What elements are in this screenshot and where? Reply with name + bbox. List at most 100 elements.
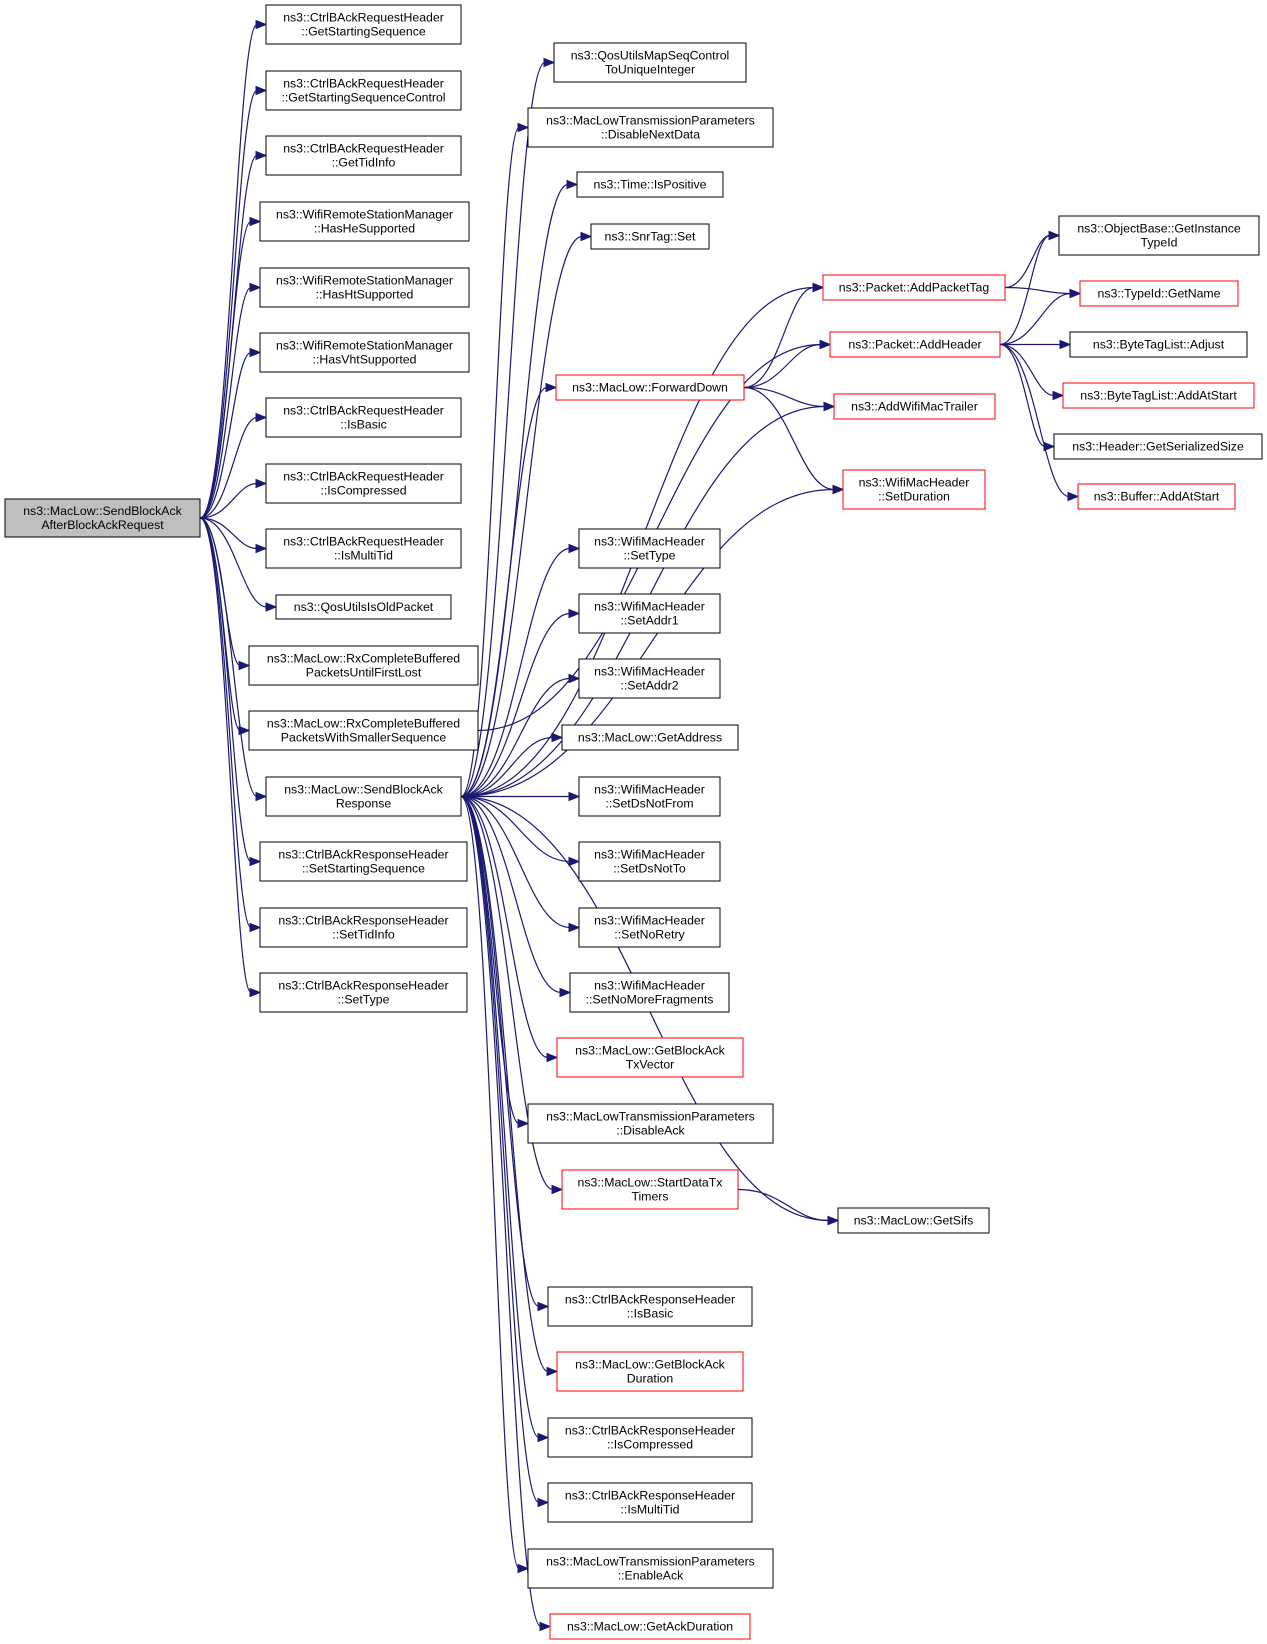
node-box[interactable] (265, 70, 462, 111)
node-m11[interactable]: ns3::WifiMacHeader::SetDsNotTo (578, 841, 721, 882)
node-box[interactable] (837, 1207, 990, 1234)
node-box[interactable] (561, 1169, 739, 1210)
node-box[interactable] (1079, 280, 1239, 307)
node-box[interactable] (259, 841, 468, 882)
node-n1[interactable]: ns3::CtrlBAckRequestHeader::GetStartingS… (265, 4, 462, 45)
node-n9[interactable]: ns3::CtrlBAckRequestHeader::IsMultiTid (265, 528, 462, 569)
node-p4[interactable]: ns3::WifiMacHeader::SetDuration (842, 469, 986, 510)
node-p5[interactable]: ns3::MacLow::GetSifs (837, 1207, 990, 1234)
node-box[interactable] (555, 374, 745, 401)
node-m1[interactable]: ns3::QosUtilsMapSeqControlToUniqueIntege… (553, 42, 747, 83)
node-m9[interactable]: ns3::MacLow::GetAddress (561, 724, 739, 751)
node-box[interactable] (275, 594, 452, 620)
node-box[interactable] (578, 776, 721, 817)
node-box[interactable] (259, 907, 468, 948)
node-box[interactable] (259, 201, 470, 242)
node-n8[interactable]: ns3::CtrlBAckRequestHeader::IsCompressed (265, 463, 462, 504)
node-box[interactable] (578, 658, 721, 699)
node-n6[interactable]: ns3::WifiRemoteStationManager::HasVhtSup… (259, 332, 470, 373)
node-box[interactable] (259, 267, 470, 308)
node-box[interactable] (265, 397, 462, 438)
node-box[interactable] (556, 1037, 744, 1078)
node-box[interactable] (4, 498, 201, 538)
node-box[interactable] (248, 645, 479, 686)
node-p2[interactable]: ns3::Packet::AddHeader (829, 331, 1001, 358)
node-box[interactable] (265, 463, 462, 504)
node-m13[interactable]: ns3::WifiMacHeader::SetNoMoreFragments (569, 972, 730, 1013)
node-box[interactable] (578, 907, 721, 948)
node-box[interactable] (265, 776, 462, 817)
node-box[interactable] (569, 972, 730, 1013)
node-box[interactable] (265, 135, 462, 176)
node-box[interactable] (1069, 331, 1248, 358)
node-box[interactable] (547, 1417, 753, 1458)
node-q4[interactable]: ns3::ByteTagList::AddAtStart (1062, 382, 1255, 409)
node-box[interactable] (527, 1548, 774, 1589)
node-box[interactable] (549, 1613, 751, 1640)
node-m19[interactable]: ns3::CtrlBAckResponseHeader::IsCompresse… (547, 1417, 753, 1458)
node-m5[interactable]: ns3::MacLow::ForwardDown (555, 374, 745, 401)
node-box[interactable] (578, 841, 721, 882)
node-box[interactable] (1077, 483, 1236, 510)
node-n10[interactable]: ns3::QosUtilsIsOldPacket (275, 594, 452, 620)
node-box[interactable] (829, 331, 1001, 358)
node-q3[interactable]: ns3::ByteTagList::Adjust (1069, 331, 1248, 358)
node-box[interactable] (248, 710, 479, 751)
node-root[interactable]: ns3::MacLow::SendBlockAckAfterBlockAckRe… (4, 498, 201, 538)
node-box[interactable] (1053, 433, 1263, 460)
node-m12[interactable]: ns3::WifiMacHeader::SetNoRetry (578, 907, 721, 948)
node-box[interactable] (259, 332, 470, 373)
node-box[interactable] (590, 223, 710, 250)
node-q2[interactable]: ns3::TypeId::GetName (1079, 280, 1239, 307)
node-box[interactable] (576, 171, 724, 198)
node-box[interactable] (561, 724, 739, 751)
node-m22[interactable]: ns3::MacLow::GetAckDuration (549, 1613, 751, 1640)
node-n3[interactable]: ns3::CtrlBAckRequestHeader::GetTidInfo (265, 135, 462, 176)
node-box[interactable] (553, 42, 747, 83)
node-box[interactable] (527, 107, 774, 148)
node-box[interactable] (556, 1351, 744, 1392)
node-q5[interactable]: ns3::Header::GetSerializedSize (1053, 433, 1263, 460)
node-m8[interactable]: ns3::WifiMacHeader::SetAddr2 (578, 658, 721, 699)
node-m21[interactable]: ns3::MacLowTransmissionParameters::Enabl… (527, 1548, 774, 1589)
node-m3[interactable]: ns3::Time::IsPositive (576, 171, 724, 198)
node-n15[interactable]: ns3::CtrlBAckResponseHeader::SetTidInfo (259, 907, 468, 948)
node-m10[interactable]: ns3::WifiMacHeader::SetDsNotFrom (578, 776, 721, 817)
node-m6[interactable]: ns3::WifiMacHeader::SetType (578, 528, 721, 569)
node-box[interactable] (527, 1103, 774, 1144)
node-box[interactable] (578, 528, 721, 569)
node-m15[interactable]: ns3::MacLowTransmissionParameters::Disab… (527, 1103, 774, 1144)
node-box[interactable] (265, 528, 462, 569)
node-m4[interactable]: ns3::SnrTag::Set (590, 223, 710, 250)
node-n5[interactable]: ns3::WifiRemoteStationManager::HasHtSupp… (259, 267, 470, 308)
node-box[interactable] (259, 972, 468, 1013)
node-n16[interactable]: ns3::CtrlBAckResponseHeader::SetType (259, 972, 468, 1013)
node-box[interactable] (833, 393, 996, 420)
node-m17[interactable]: ns3::CtrlBAckResponseHeader::IsBasic (547, 1286, 753, 1327)
node-box[interactable] (1062, 382, 1255, 409)
node-box[interactable] (578, 593, 721, 634)
node-box[interactable] (842, 469, 986, 510)
node-m7[interactable]: ns3::WifiMacHeader::SetAddr1 (578, 593, 721, 634)
node-n7[interactable]: ns3::CtrlBAckRequestHeader::IsBasic (265, 397, 462, 438)
node-box[interactable] (1058, 215, 1260, 256)
node-box[interactable] (547, 1286, 753, 1327)
node-n11[interactable]: ns3::MacLow::RxCompleteBufferedPacketsUn… (248, 645, 479, 686)
node-box[interactable] (547, 1482, 753, 1523)
node-n4[interactable]: ns3::WifiRemoteStationManager::HasHeSupp… (259, 201, 470, 242)
node-m2[interactable]: ns3::MacLowTransmissionParameters::Disab… (527, 107, 774, 148)
node-box[interactable] (822, 274, 1006, 301)
node-q6[interactable]: ns3::Buffer::AddAtStart (1077, 483, 1236, 510)
node-box[interactable] (265, 4, 462, 45)
node-p1[interactable]: ns3::Packet::AddPacketTag (822, 274, 1006, 301)
node-n14[interactable]: ns3::CtrlBAckResponseHeader::SetStarting… (259, 841, 468, 882)
node-p3[interactable]: ns3::AddWifiMacTrailer (833, 393, 996, 420)
node-n2[interactable]: ns3::CtrlBAckRequestHeader::GetStartingS… (265, 70, 462, 111)
node-m20[interactable]: ns3::CtrlBAckResponseHeader::IsMultiTid (547, 1482, 753, 1523)
node-n12[interactable]: ns3::MacLow::RxCompleteBufferedPacketsWi… (248, 710, 479, 751)
